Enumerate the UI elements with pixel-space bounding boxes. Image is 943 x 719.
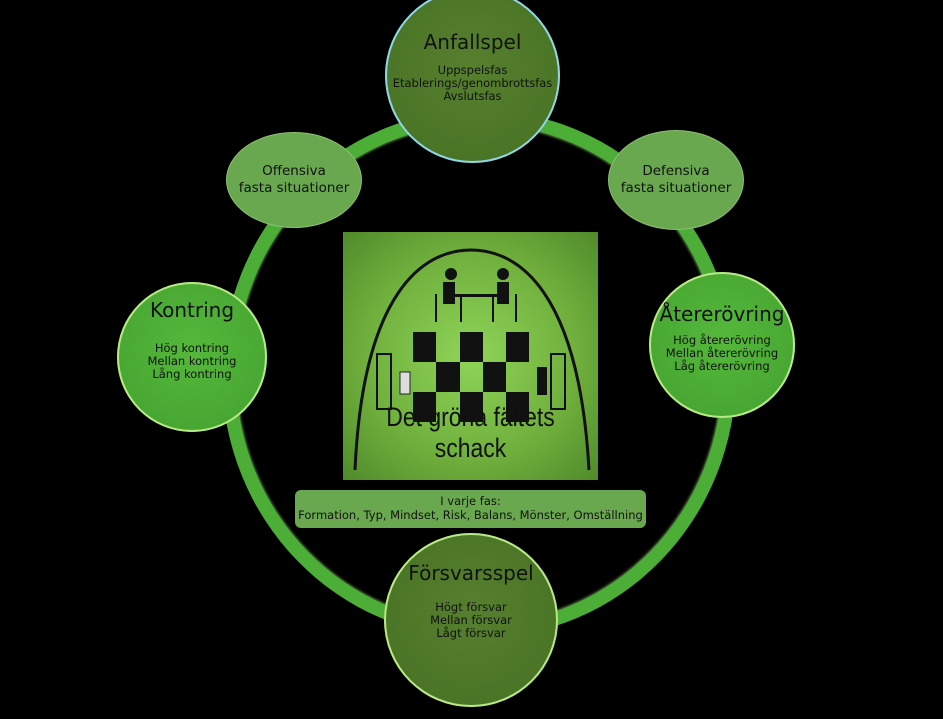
node-defensive-set-pieces: Defensiva fasta situationer [608,130,744,230]
defensive-label: fasta situationer [620,180,732,196]
offensive-label: fasta situationer [238,180,350,196]
logo-image: Det gröna fältets schack [343,232,598,480]
goal-icon [376,353,566,410]
attack-title: Anfallspel [423,30,522,54]
defense-item: Högt försvar [435,600,507,614]
phase-info-heading: I varje fas: [440,494,501,508]
attack-item: Uppspelsfas [437,63,508,77]
counter-title: Kontring [149,298,235,322]
node-recovery: Återerövring Hög återerövring Mellan åte… [649,272,795,418]
node-attack: Anfallspel Uppspelsfas Etablerings/genom… [385,0,560,163]
counter-item: Mellan kontring [147,354,237,368]
recovery-title: Återerövring [659,302,785,326]
defense-item: Mellan försvar [430,613,512,627]
node-offensive-set-pieces: Offensiva fasta situationer [226,132,362,228]
phase-info-box: I varje fas: Formation, Typ, Mindset, Ri… [295,490,646,528]
attack-item: Avslutsfas [443,89,502,103]
recovery-item: Hög återerövring [673,333,771,347]
defense-item: Lågt försvar [436,626,506,640]
logo-caption: Det gröna fältets schack [386,402,555,463]
recovery-item: Mellan återerövring [665,346,779,360]
phase-info-list: Formation, Typ, Mindset, Risk, Balans, M… [298,508,643,522]
rook-icon [399,371,411,395]
defensive-label: Defensiva [642,163,710,179]
king-icon [537,367,547,395]
node-counter: Kontring Hög kontring Mellan kontring Lå… [117,282,267,432]
node-defense: Försvarsspel Högt försvar Mellan försvar… [384,533,558,707]
recovery-item: Låg återerövring [674,359,770,373]
players-at-table-icon [435,268,517,322]
counter-item: Lång kontring [152,367,232,381]
attack-item: Etablerings/genombrottsfas [392,76,553,90]
chess-field-illustration [353,248,591,471]
counter-item: Hög kontring [154,341,230,355]
defense-title: Försvarsspel [408,561,534,585]
chessboard-icon [413,332,529,422]
offensive-label: Offensiva [262,163,326,179]
